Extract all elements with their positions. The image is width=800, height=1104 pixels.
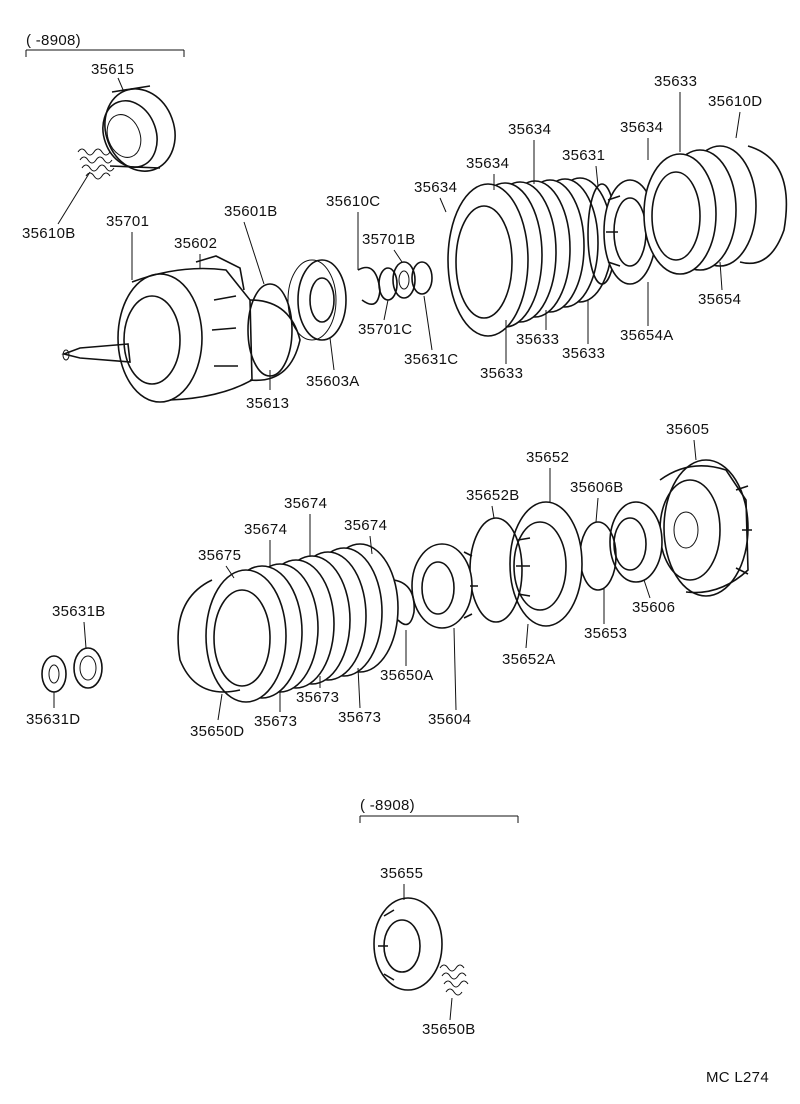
label-35701: 35701 (106, 213, 149, 230)
label-35654: 35654 (698, 291, 741, 308)
label-35602: 35602 (174, 235, 217, 252)
label-35605: 35605 (666, 421, 709, 438)
range-note-bottom: ( -8908) (359, 797, 519, 823)
part-clutch-pack-upper (447, 177, 613, 337)
footer-code: MC L274 (706, 1069, 769, 1086)
part-35650B-springs (439, 964, 469, 996)
part-35701-drum-shaft (61, 255, 301, 403)
label-35604: 35604 (428, 711, 471, 728)
part-35655-retainer (373, 897, 443, 991)
range-note-bottom-text: ( -8908) (360, 797, 415, 814)
label-35652B: 35652B (466, 487, 520, 504)
part-35654-plates (643, 145, 757, 275)
label-35601B: 35601B (224, 203, 278, 220)
label-35650A: 35650A (380, 667, 434, 684)
label-35615: 35615 (91, 61, 134, 78)
label-35675: 35675 (198, 547, 241, 564)
label-35650B: 35650B (422, 1021, 476, 1038)
label-35650D: 35650D (190, 723, 244, 740)
label-35674-1: 35674 (284, 495, 327, 512)
label-35634-3: 35634 (414, 179, 457, 196)
label-35673-2: 35673 (254, 713, 297, 730)
label-35674-3: 35674 (244, 521, 287, 538)
label-35674-2: 35674 (344, 517, 387, 534)
label-35633-3: 35633 (480, 365, 523, 382)
label-35653: 35653 (584, 625, 627, 642)
label-35631C: 35631C (404, 351, 458, 368)
label-35631D: 35631D (26, 711, 80, 728)
label-35633-1: 35633 (516, 331, 559, 348)
label-35655: 35655 (380, 865, 423, 882)
part-35652-piston (509, 501, 583, 627)
label-35633-2: 35633 (562, 345, 605, 362)
part-35604-hub (411, 543, 478, 629)
part-35650D-snap-ring (177, 579, 241, 693)
part-35610B-springs (77, 148, 115, 180)
label-35652: 35652 (526, 449, 569, 466)
range-note-top-text: ( -8908) (26, 32, 81, 49)
label-35633-4: 35633 (654, 73, 697, 90)
label-35610B: 35610B (22, 225, 76, 242)
label-35631B: 35631B (52, 603, 106, 620)
part-35701-bearing-set (378, 261, 433, 301)
label-35654A: 35654A (620, 327, 674, 344)
label-35634-4: 35634 (620, 119, 663, 136)
label-35606B: 35606B (570, 479, 624, 496)
label-35673-3: 35673 (338, 709, 381, 726)
part-35610C-snap-ring (357, 266, 381, 306)
label-35701B: 35701B (362, 231, 416, 248)
label-35673-1: 35673 (296, 689, 339, 706)
part-35615-cup (102, 85, 176, 172)
label-35634-2: 35634 (466, 155, 509, 172)
part-35603A-spring-retainer (287, 259, 347, 341)
part-35606-seal (609, 501, 663, 583)
label-35606: 35606 (632, 599, 675, 616)
part-35605-housing (659, 459, 752, 597)
label-35610D: 35610D (708, 93, 762, 110)
part-35606B-ring (579, 521, 617, 591)
label-35610C: 35610C (326, 193, 380, 210)
label-35603A: 35603A (306, 373, 360, 390)
range-note-top: ( -8908) (25, 32, 185, 57)
part-clutch-pack-lower (205, 543, 399, 703)
part-35650A-snap-ring (393, 579, 415, 626)
label-35634-1: 35634 (508, 121, 551, 138)
label-35631: 35631 (562, 147, 605, 164)
part-35631-washers (41, 647, 103, 693)
label-35652A: 35652A (502, 651, 556, 668)
part-35610D-snap-ring (739, 145, 788, 264)
label-35613: 35613 (246, 395, 289, 412)
label-35701C: 35701C (358, 321, 412, 338)
